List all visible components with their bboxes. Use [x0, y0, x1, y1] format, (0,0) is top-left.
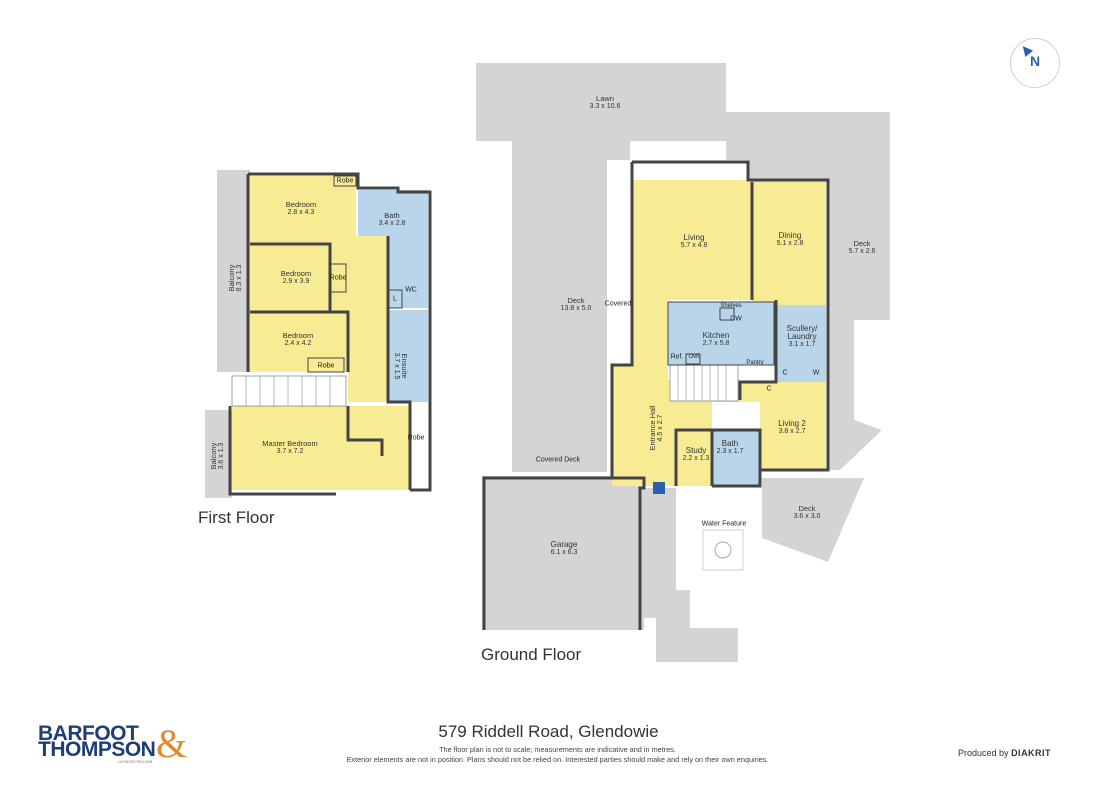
agency-logo: BARFOOT THOMPSON & LICENSED REA 2008 [38, 721, 208, 768]
ground-floor-title: Ground Floor [481, 645, 582, 664]
first-floor-title: First Floor [198, 508, 275, 527]
tag-pantry: Pantry [746, 360, 764, 366]
tag-robe-3: Robe [329, 274, 347, 282]
garage-area [482, 476, 644, 630]
balcony-top [217, 170, 250, 372]
logo-line-1: BARFOOT [38, 722, 139, 745]
path-area [644, 488, 738, 662]
property-address: 579 Riddell Road, Glendowie [438, 722, 659, 741]
tag-linen: L [393, 295, 397, 303]
dining-room-floor [752, 180, 826, 305]
compass-label: N [1029, 53, 1041, 69]
water-feature-bowl [714, 541, 732, 559]
tag-dishwasher: DW [730, 315, 742, 323]
living-room-floor [632, 180, 752, 365]
disclaimer-line-2: Exterior elements are not in position. P… [346, 755, 769, 764]
disclaimer-line-1: The floor plan is not to scale; measurem… [439, 745, 676, 754]
tag-wc: WC [405, 286, 417, 294]
logo-line-2: THOMPSON [38, 738, 156, 761]
ensuite-floor [388, 310, 428, 402]
tag-water-feature: Water Feature [701, 520, 747, 528]
tag-covered: Covered [604, 300, 632, 308]
produced-by: Produced by DIAKRIT [958, 748, 1051, 758]
north-compass: N [1010, 38, 1060, 88]
tag-fridge: Ref. [670, 353, 684, 361]
study-floor [676, 430, 712, 486]
tag-cupboard-2: C [766, 385, 772, 393]
tag-robe-2: Robe [317, 362, 335, 370]
deck-main-area [512, 141, 630, 472]
bedroom1-floor [250, 176, 356, 244]
tag-robe-1: Robe [336, 177, 354, 185]
water-feature-area [702, 529, 744, 571]
stairs-first [231, 375, 347, 407]
balcony-bottom [205, 410, 232, 498]
tag-washer: W [812, 369, 820, 377]
kitchen-floor [668, 302, 774, 365]
tag-oven: Ovn [688, 354, 700, 360]
deck-small-area [762, 478, 864, 562]
lawn-area [476, 63, 726, 141]
entrance-floor [612, 365, 712, 486]
master-floor [232, 406, 410, 490]
entry-arrow [653, 482, 665, 494]
produced-by-label: Produced by [958, 748, 1009, 758]
bedroom3-floor [250, 312, 348, 372]
deck-right-area [726, 112, 890, 470]
bedroom2-floor [250, 244, 330, 312]
bath-first-floor [358, 190, 428, 262]
scullery-floor [776, 305, 826, 382]
tag-cupboard-1: C [782, 369, 788, 377]
tag-robe-4: Robe [407, 434, 425, 442]
wc-floor [388, 262, 428, 308]
logo-ampersand: & [156, 721, 188, 766]
logo-subtext: LICENSED REA 2008 [118, 760, 153, 764]
stairs-ground [669, 364, 739, 402]
tag-covered-deck: Covered Deck [535, 456, 581, 464]
tag-shelves: Shelves [720, 303, 742, 309]
bath-ground-floor [712, 430, 760, 486]
producer-name: DIAKRIT [1011, 748, 1052, 758]
